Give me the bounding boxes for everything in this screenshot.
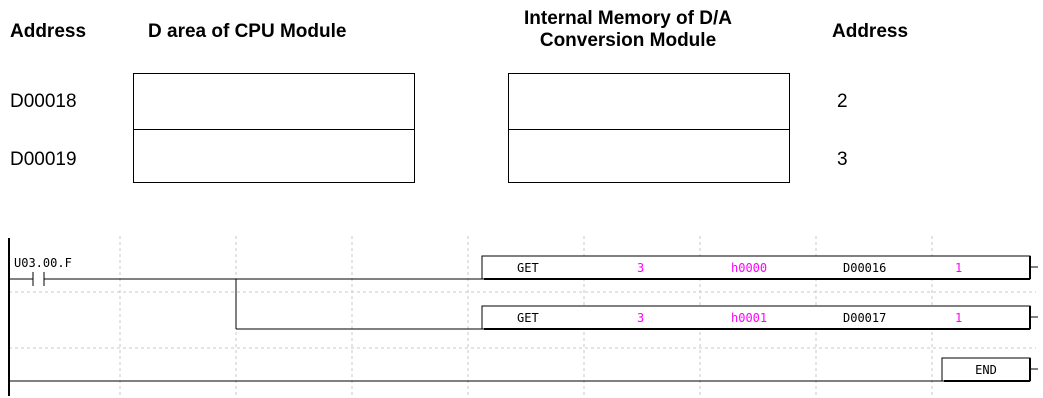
address-operand: h0000 <box>731 261 767 275</box>
cpu-d-area-header: D area of CPU Module <box>148 21 347 42</box>
address-header-right: Address <box>832 21 909 42</box>
da-memory-header-line1: Internal Memory of D/A <box>524 8 732 29</box>
count-operand: 1 <box>955 261 962 275</box>
address-header-left: Address <box>10 21 87 42</box>
cpu-address-label: D00018 <box>10 91 77 112</box>
get-instruction-block: GET 3 h0000 D00016 1 <box>481 255 1038 280</box>
count-operand: 1 <box>955 311 962 325</box>
instruction-name: GET <box>517 311 539 325</box>
device-operand: D00017 <box>843 311 886 325</box>
da-internal-memory-header: Internal Memory of D/A Conversion Module <box>478 8 778 52</box>
end-label: END <box>975 363 997 377</box>
end-instruction-block: END <box>941 357 1038 382</box>
slot-operand: 3 <box>637 261 644 275</box>
slot-operand: 3 <box>637 311 644 325</box>
address-operand: h0001 <box>731 311 767 325</box>
module-address-label: 3 <box>837 149 848 170</box>
cpu-address-label: D00019 <box>10 149 77 170</box>
ladder-program-diagram: U03.00.F GET 3 h0000 D00016 1 GET 3 h000… <box>8 236 1038 398</box>
contact-label: U03.00.F <box>14 256 72 270</box>
normally-open-contact <box>32 272 45 286</box>
module-address-label: 2 <box>837 91 848 112</box>
da-memory-header-line2: Conversion Module <box>539 30 717 51</box>
da-memory-cell <box>508 129 790 183</box>
device-operand: D00016 <box>843 261 886 275</box>
get-instruction-block: GET 3 h0001 D00017 1 <box>481 305 1038 330</box>
instruction-name: GET <box>517 261 539 275</box>
cpu-memory-cell <box>133 73 415 130</box>
cpu-memory-cell <box>133 129 415 183</box>
da-memory-cell <box>508 73 790 130</box>
